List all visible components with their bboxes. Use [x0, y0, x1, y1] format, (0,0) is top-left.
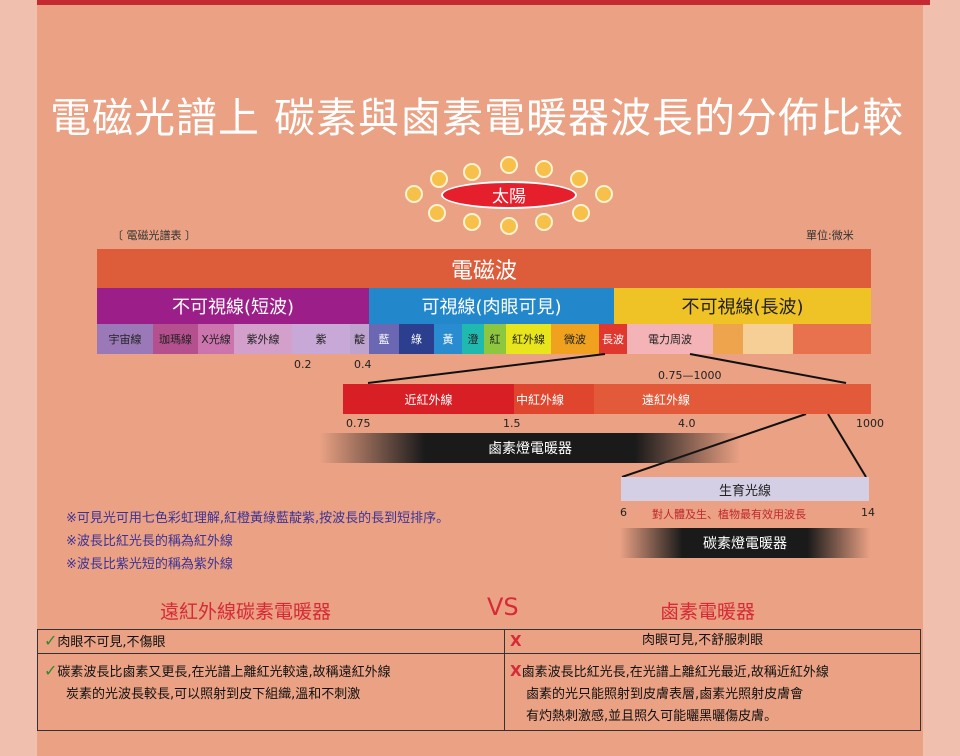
- band-visible: 可視線(肉眼可見): [369, 288, 614, 324]
- spectrum-segment: 藍: [369, 324, 399, 354]
- top-accent-bar: [37, 0, 930, 5]
- sun-dot: [463, 163, 481, 181]
- spectrum-segment: 微波: [551, 324, 599, 354]
- check-icon: ✓: [44, 661, 58, 680]
- ir-tick-4-0: 4.0: [678, 417, 696, 430]
- carbon-heater-label: 碳素燈電暖器: [620, 528, 870, 558]
- sun-label: 太陽: [441, 181, 577, 209]
- em-wave-bar: 電磁波: [97, 249, 871, 288]
- spectrum-segment: 珈瑪線: [153, 324, 198, 354]
- carbon-heater-title: 遠紅外線碳素電暖器: [160, 601, 332, 623]
- table-divider-vertical: [504, 630, 505, 730]
- sun-dot: [430, 170, 448, 188]
- spectrum-segment: 宇宙線: [97, 324, 153, 354]
- ir-tick-1-5: 1.5: [503, 417, 521, 430]
- halogen-row2-line1: 鹵素波長比紅光長,在光譜上離紅光最近,故稱近紅外線: [521, 665, 829, 680]
- mid-infrared: 中紅外線: [514, 384, 596, 414]
- halogen-row2-line2: 鹵素的光只能照射到皮膚表層,鹵素光照射皮膚會: [526, 687, 804, 702]
- spectrum-segment: 長波: [599, 324, 627, 354]
- check-icon: ✓: [44, 631, 58, 650]
- far-infrared: 遠紅外線: [594, 384, 692, 414]
- spectrum-segment: 綠: [399, 324, 434, 354]
- note-ultraviolet: ※波長比紫光短的稱為紫外線: [66, 557, 233, 572]
- spectrum-segment: 澄: [462, 324, 484, 354]
- sun-dot: [405, 185, 423, 203]
- carbon-row2-line1: 碳素波長比鹵素又更長,在光譜上離紅光較遠,故稱遠紅外線: [57, 665, 391, 680]
- spectrum-segment: [713, 324, 743, 354]
- sun-dot: [595, 185, 613, 203]
- spectrum-segment: 靛: [350, 324, 369, 354]
- carbon-row1: ✓肉眼不可見,不傷眼: [44, 630, 166, 654]
- band-short-wave: 不可視線(短波): [97, 288, 369, 324]
- spectrum-segment: 紫: [292, 324, 350, 354]
- growth-tick-6: 6: [620, 506, 627, 519]
- sun-dot: [463, 213, 481, 231]
- comparison-table: [37, 629, 921, 731]
- sun-dot: [572, 204, 590, 222]
- cross-icon: X: [510, 662, 522, 680]
- spectrum-segment: [743, 324, 793, 354]
- spectrum-segment: [793, 324, 871, 354]
- unit-label: 單位:微米: [806, 229, 854, 242]
- carbon-row1-text: 肉眼不可見,不傷眼: [57, 635, 166, 650]
- spectrum-segment: 紅外線: [506, 324, 551, 354]
- sun-dot: [535, 160, 553, 178]
- tick-0-75-1000: 0.75—1000: [658, 369, 722, 382]
- sun-dot: [535, 213, 553, 231]
- note-rainbow: ※可見光可用七色彩虹理解,紅橙黃綠藍靛紫,按波長的長到短排序。: [66, 511, 450, 526]
- tick-0-4: 0.4: [354, 358, 372, 371]
- sun-dot: [570, 170, 588, 188]
- halogen-row1-text: 肉眼可見,不舒服刺眼: [642, 633, 764, 648]
- spectrum-segment: 黃: [434, 324, 462, 354]
- vs-label: VS: [487, 593, 519, 621]
- carbon-row2-line2: 炭素的光波長較長,可以照射到皮下組織,溫和不刺激: [66, 687, 361, 702]
- spectrum-segment: 紫外線: [234, 324, 292, 354]
- ir-tick-1000: 1000: [856, 417, 884, 430]
- growth-tick-14: 14: [861, 506, 875, 519]
- halogen-row1: X 肉眼可見,不舒服刺眼: [510, 630, 920, 654]
- carbon-row2: ✓碳素波長比鹵素又更長,在光譜上離紅光較遠,故稱遠紅外線 炭素的光波長較長,可以…: [44, 660, 391, 706]
- growth-light-note: 對人體及生、植物最有效用波長: [652, 508, 806, 521]
- page-title: 電磁光譜上 碳素與鹵素電暖器波長的分佈比較: [50, 94, 905, 142]
- cross-icon: X: [510, 632, 522, 650]
- spectrum-table-label: 〔 電磁光譜表 〕: [112, 229, 196, 242]
- far-infrared-extended: [690, 384, 871, 414]
- spectrum-segment: 紅: [484, 324, 506, 354]
- sun-dot: [500, 217, 518, 235]
- sun-dot: [428, 204, 446, 222]
- near-infrared: 近紅外線: [343, 384, 514, 414]
- halogen-row2-line3: 有灼熱刺激感,並且照久可能曬黑曬傷皮膚。: [526, 709, 778, 724]
- halogen-heater-title: 鹵素電暖器: [660, 601, 756, 623]
- growth-light-bar: 生育光線: [621, 477, 869, 501]
- band-long-wave: 不可視線(長波): [614, 288, 871, 324]
- spectrum-segment: X光線: [198, 324, 234, 354]
- ir-tick-0-75: 0.75: [346, 417, 371, 430]
- tick-0-2: 0.2: [294, 358, 312, 371]
- spectrum-segment: 電力周波: [627, 324, 713, 354]
- sun-dot: [500, 156, 518, 174]
- halogen-heater-label: 鹵素燈電暖器: [320, 433, 740, 463]
- table-divider-horizontal: [38, 653, 920, 654]
- halogen-row2: X鹵素波長比紅光長,在光譜上離紅光最近,故稱近紅外線 鹵素的光只能照射到皮膚表層…: [510, 660, 829, 728]
- note-infrared: ※波長比紅光長的稱為紅外線: [66, 534, 233, 549]
